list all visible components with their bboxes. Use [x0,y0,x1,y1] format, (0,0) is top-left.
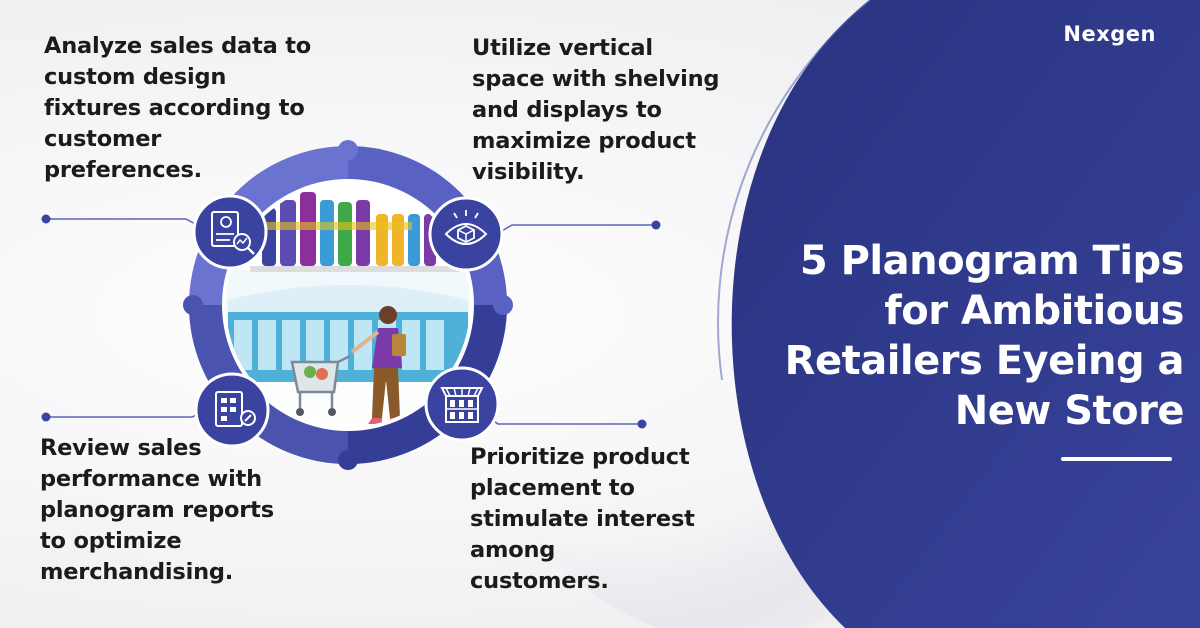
tip-vertical-space: Utilize vertical space with shelving and… [472,35,720,185]
planogram-report-icon [194,372,270,448]
fridge-doors [228,312,468,382]
headline-line: Retailers Eyeing a [784,338,1185,384]
tip-review-performance: Review sales performance with planogram … [40,435,274,585]
storefront-shelf-icon [424,366,500,442]
headline-line: for Ambitious [884,288,1184,334]
headline-title: 5 Planogram Tips for Ambitious Retailers… [764,236,1185,436]
eye-cube-icon [428,196,504,272]
tip-product-placement: Prioritize product placement to stimulat… [470,444,695,594]
shopper-figure [350,306,406,424]
connector-dot [651,220,661,230]
shopping-cart [290,354,351,408]
brand-logo: Nexgen [1063,22,1156,46]
connector-dot [637,419,647,429]
headline-line: New Store [954,388,1185,434]
connector-dot [41,214,51,224]
sales-analytics-icon [192,194,268,270]
headline-line: 5 Planogram Tips [799,238,1185,284]
store-scene [226,183,470,427]
bottle-shelf [250,192,460,272]
tip-analyze-sales: Analyze sales data to custom design fixt… [44,33,312,183]
connector-dot [41,412,51,422]
headline-underline [1061,457,1172,461]
